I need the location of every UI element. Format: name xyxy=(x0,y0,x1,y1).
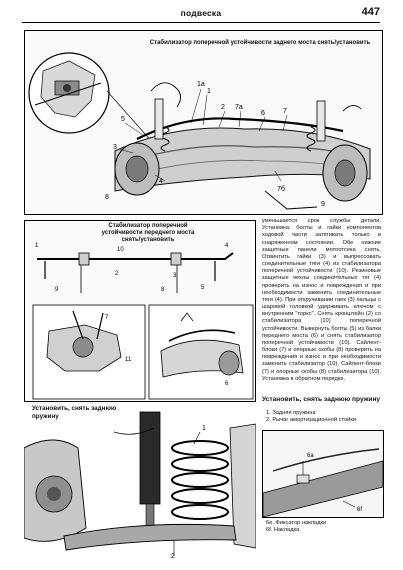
rear-stabilizer-illustration: 1а 1 2 3 4 5 6 7 7а 7б 8 9 xyxy=(24,30,383,215)
callout-label: 6а xyxy=(307,453,314,459)
callout-label: 2 xyxy=(115,271,119,277)
callout-label: 2 xyxy=(171,553,175,560)
figure-bottom-caption: Установить, снять заднюю пружину xyxy=(32,405,117,420)
callout-label: 10 xyxy=(117,247,124,253)
section-heading: Установить, снять заднюю пружину xyxy=(262,396,381,403)
callout-label: 4 xyxy=(225,243,229,249)
callout-label: 5 xyxy=(201,285,205,291)
rear-spring-illustration: 1 2 xyxy=(24,408,256,560)
body-text: уменьшается срок службы детали. Установк… xyxy=(262,218,381,383)
list-item: 1. Задняя пружина xyxy=(266,410,316,416)
list-item: 2. Рычаг амортизационной стойки xyxy=(266,417,357,424)
callout-label: 7б xyxy=(277,185,285,193)
page-header: подвеска 447 xyxy=(22,5,380,23)
page-number: 447 xyxy=(361,6,380,18)
callout-label: 1 xyxy=(207,88,211,95)
callout-label: 7а xyxy=(235,104,243,111)
figure-top-caption: Стабилизатор поперечной устойчивости зад… xyxy=(149,40,371,46)
callout-label: 4 xyxy=(159,178,163,185)
callout-label: 11 xyxy=(125,357,132,363)
callout-label: 1 xyxy=(35,243,39,249)
figure-small-captions: 6е. Фиксатор накладки 6f. Накладка xyxy=(266,520,384,535)
callout-label: 8 xyxy=(105,194,109,201)
callout-label: 8 xyxy=(161,287,165,293)
callout-label: 3 xyxy=(173,273,177,279)
rear-spring-drawing: 1 2 xyxy=(24,411,256,560)
front-stabilizer-drawing: 1 2 3 4 5 6 7 8 9 10 11 xyxy=(32,243,254,400)
figure-top-callouts: 1а 1 2 3 4 5 6 7 7а 7б 8 9 xyxy=(105,81,325,208)
callout-label: 7 xyxy=(283,108,287,115)
trim-detail-illustration: 6а 6f xyxy=(262,430,384,518)
callout-label: 3 xyxy=(113,144,117,151)
figure-middle-callouts: 1 2 3 4 5 6 7 8 9 10 11 xyxy=(35,243,229,387)
callout-label: 6 xyxy=(261,110,265,117)
trim-clip-drawing: 6а 6f xyxy=(263,448,383,517)
callout-label: 7 xyxy=(105,315,109,321)
paragraph: уменьшается срок службы детали. Установк… xyxy=(262,218,381,382)
callout-label: 6 xyxy=(225,381,229,387)
rear-axle-drawing: 1а 1 2 3 4 5 6 7 7а 7б 8 9 xyxy=(28,52,371,210)
caption-line: 6f. Накладка xyxy=(266,527,300,534)
figure-middle-caption: Стабилизатор поперечной устойчивости пер… xyxy=(101,223,195,244)
callout-label: 6f xyxy=(357,507,362,513)
front-stabilizer-illustration: 1 2 3 4 5 6 7 8 9 10 11 xyxy=(24,220,256,402)
callout-label: 5 xyxy=(121,116,125,123)
callout-label: 9 xyxy=(321,201,325,208)
parts-list: 1. Задняя пружина 2. Рычаг амортизационн… xyxy=(266,410,384,425)
callout-label: 2 xyxy=(221,104,225,111)
callout-label: 9 xyxy=(55,287,59,293)
section-title: подвеска xyxy=(180,8,222,18)
caption-line: 6е. Фиксатор накладки xyxy=(266,520,327,526)
callout-label: 1а xyxy=(197,81,205,88)
callout-label: 1 xyxy=(202,425,206,432)
